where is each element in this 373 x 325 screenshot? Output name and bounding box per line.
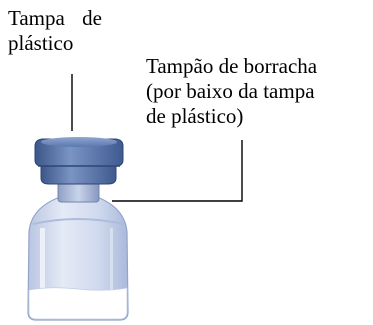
- plastic-cap-label: Tampa de plástico: [8, 6, 102, 56]
- rubber-stopper-label-line1: Tampão de borracha: [146, 54, 318, 78]
- rubber-stopper-label: Tampão de borracha (por baixo da tampa d…: [146, 54, 317, 129]
- stopper-leader-line: [112, 140, 243, 202]
- rubber-stopper-label-line2: (por baixo da tampa: [146, 79, 315, 103]
- vial-body: [27, 185, 129, 321]
- plastic-cap-label-line2: plástico: [8, 31, 74, 55]
- powder-contents: [28, 287, 128, 320]
- rubber-stopper-label-line3: de plástico): [146, 104, 244, 128]
- plastic-cap-label-line1: Tampa de: [8, 6, 102, 30]
- plastic-cap: [34, 137, 124, 185]
